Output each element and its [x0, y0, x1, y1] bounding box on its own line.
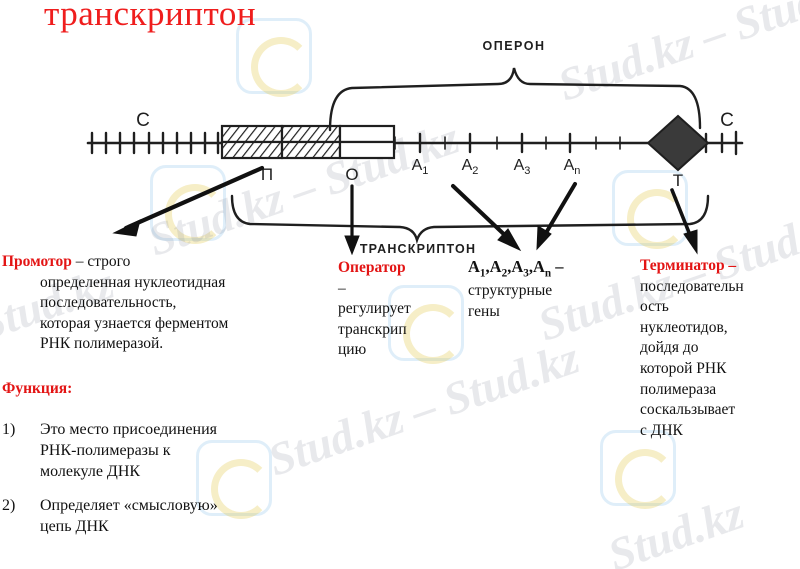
- promoter-heading: Промотор: [2, 253, 72, 270]
- promoter-definition-block: Промотор – строго определенная нуклеотид…: [2, 252, 324, 355]
- list-item-line: цепь ДНК: [40, 518, 109, 536]
- terminator-callout-arrow: [670, 188, 698, 255]
- transcripton-brace: [230, 194, 710, 245]
- terminator-definition-block: Терминатор – последовательн ость нуклеот…: [640, 256, 798, 441]
- genes-callout-arrow-right: [536, 182, 577, 251]
- operator-box: [338, 124, 396, 160]
- promoter-line: определенная нуклеотидная: [40, 273, 226, 291]
- genes-heading: A1,A2,A3,An –: [468, 256, 620, 281]
- promoter-line: РНК полимеразой.: [40, 335, 164, 353]
- list-item-line: Определяет «смысловую»: [40, 497, 218, 515]
- strand-right-label: С: [720, 110, 734, 131]
- gene-token: A1,: [468, 257, 490, 280]
- transcripton-label: ТРАНСКРИПТОН: [360, 242, 476, 255]
- gene-token: A3,: [511, 257, 533, 280]
- promoter-heading-line: Промотор – строго: [2, 252, 324, 273]
- gene-marker-an: An: [564, 157, 581, 177]
- operator-marker-label: О: [345, 165, 358, 184]
- list-item-line: Это место присоединения: [40, 421, 218, 438]
- promoter-box: [220, 124, 284, 160]
- terminator-line: которой РНК: [640, 360, 727, 378]
- structural-genes-block: A1,A2,A3,An – структурные гены: [468, 256, 620, 322]
- terminator-line: ость: [640, 298, 669, 316]
- promoter-box-second: [280, 124, 342, 160]
- gene-token: A2,: [489, 257, 512, 280]
- terminator-line: с ДНК: [640, 421, 683, 439]
- promoter-callout-arrow: [112, 165, 265, 237]
- list-item-line: РНК-полимеразы к: [40, 441, 171, 459]
- operator-line: –: [338, 279, 346, 297]
- terminator-line: нуклеотидов,: [640, 318, 728, 336]
- list-item: 1) Это место присоединения РНК-полимераз…: [2, 420, 332, 482]
- terminator-diamond: [646, 114, 710, 172]
- list-item-line: молекуле ДНК: [40, 462, 141, 480]
- operator-definition-block: Оператор – регулирует транскрип цию: [338, 258, 450, 361]
- transcripton-diagram: ОПЕРОН ТРАНСКРИПТОН С С П О Т A1 A2 A3 A…: [86, 39, 744, 255]
- terminator-marker-label: Т: [673, 171, 683, 190]
- genes-line: гены: [468, 302, 500, 320]
- nucleotide-ticks-left: [90, 131, 220, 155]
- promoter-line: которая узнается ферментом: [40, 314, 229, 332]
- genes-line: структурные: [468, 282, 553, 300]
- terminator-heading: Терминатор –: [640, 257, 737, 274]
- list-item-number: 2): [2, 497, 16, 515]
- gene-marker-a1: A1: [412, 157, 429, 177]
- operon-label: ОПЕРОН: [483, 39, 546, 53]
- gene-token: An –: [532, 257, 564, 280]
- operator-line: регулирует: [338, 300, 411, 318]
- page-title: транскриптон: [44, 0, 257, 33]
- list-item-number: 1): [2, 421, 16, 438]
- terminator-line: полимераза: [640, 380, 717, 398]
- promoter-line: последовательность,: [40, 294, 177, 312]
- operator-heading: Оператор: [338, 259, 406, 276]
- promoter-dash-text: – строго: [71, 253, 131, 270]
- list-item-body: Определяет «смысловую» цепь ДНК: [40, 496, 332, 538]
- strand-left-label: С: [136, 110, 150, 131]
- operator-line: транскрип: [338, 320, 407, 338]
- promoter-body: определенная нуклеотидная последовательн…: [2, 273, 324, 355]
- function-heading: Функция:: [2, 380, 73, 397]
- watermark-text: Stud.kz: [601, 487, 751, 569]
- gene-marker-a3: A3: [514, 157, 531, 177]
- function-list: 1) Это место присоединения РНК-полимераз…: [2, 420, 332, 552]
- genes-callout-arrow-left: [451, 184, 522, 252]
- list-item: 2) Определяет «смысловую» цепь ДНК: [2, 496, 332, 538]
- terminator-line: последовательн: [640, 277, 744, 295]
- terminator-line: соскальзывает: [640, 401, 736, 419]
- operator-callout-arrow: [344, 184, 360, 255]
- terminator-line: дойдя до: [640, 339, 699, 357]
- operon-brace: [328, 67, 702, 132]
- gene-ticks: [418, 132, 572, 154]
- operator-line: цию: [338, 341, 367, 359]
- list-item-body: Это место присоединения РНК-полимеразы к…: [40, 420, 332, 482]
- promoter-marker-label: П: [261, 165, 273, 184]
- gene-marker-a2: A2: [462, 157, 479, 177]
